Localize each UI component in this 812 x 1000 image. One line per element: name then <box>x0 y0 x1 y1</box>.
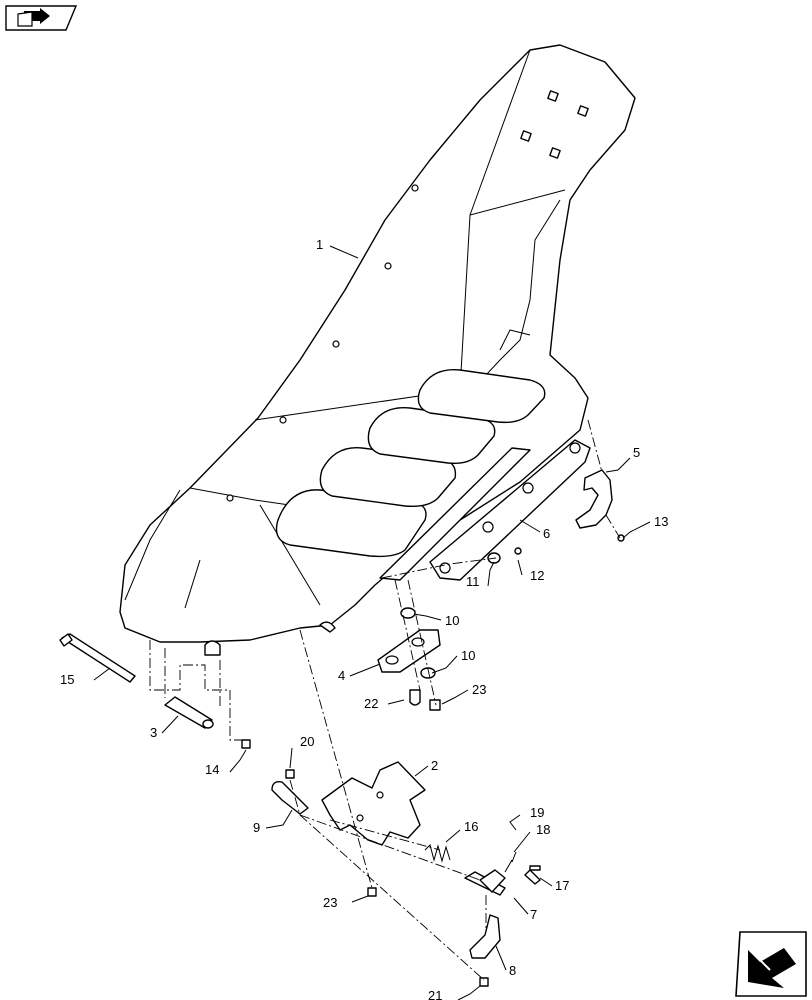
callout-2: 2 <box>431 758 438 773</box>
callout-labels: 1 2 3 4 5 6 7 8 9 10 10 11 12 13 14 15 1… <box>60 237 668 1000</box>
callout-10a: 10 <box>445 613 459 628</box>
latch-pawl <box>464 869 506 896</box>
callout-21: 21 <box>428 988 442 1000</box>
callout-10b: 10 <box>461 648 475 663</box>
callout-17: 17 <box>555 878 569 893</box>
next-page-arrow-icon[interactable] <box>735 931 807 997</box>
callout-8: 8 <box>509 963 516 978</box>
callout-23a: 23 <box>472 682 486 697</box>
sleeve-tube <box>164 696 214 729</box>
callout-14: 14 <box>205 762 219 777</box>
latch-bracket <box>321 761 426 846</box>
callout-5: 5 <box>633 445 640 460</box>
seat-rail <box>379 439 591 581</box>
spring-clip <box>271 780 309 815</box>
callout-18: 18 <box>536 822 550 837</box>
callout-15: 15 <box>60 672 74 687</box>
pins <box>504 851 541 885</box>
callout-6: 6 <box>543 526 550 541</box>
seat-fender-pan <box>119 44 636 656</box>
assembly-lines <box>149 419 621 981</box>
mounting-plate <box>377 629 441 673</box>
callout-3: 3 <box>150 725 157 740</box>
callout-4: 4 <box>338 668 345 683</box>
callout-11: 11 <box>466 574 480 589</box>
callout-16: 16 <box>464 819 478 834</box>
book-arrow-icon[interactable] <box>5 5 78 31</box>
callout-22: 22 <box>364 696 378 711</box>
callout-13: 13 <box>654 514 668 529</box>
rear-bracket <box>575 469 613 529</box>
callout-1: 1 <box>316 237 323 252</box>
leader-lines <box>93 245 651 1000</box>
callout-12: 12 <box>530 568 544 583</box>
hardware-small <box>241 534 625 987</box>
callout-7: 7 <box>530 907 537 922</box>
callout-23b: 23 <box>323 895 337 910</box>
spring <box>424 844 451 863</box>
latch-arm <box>469 914 501 959</box>
callout-19: 19 <box>530 805 544 820</box>
callout-20: 20 <box>300 734 314 749</box>
long-bolt <box>59 633 136 683</box>
callout-9: 9 <box>253 820 260 835</box>
